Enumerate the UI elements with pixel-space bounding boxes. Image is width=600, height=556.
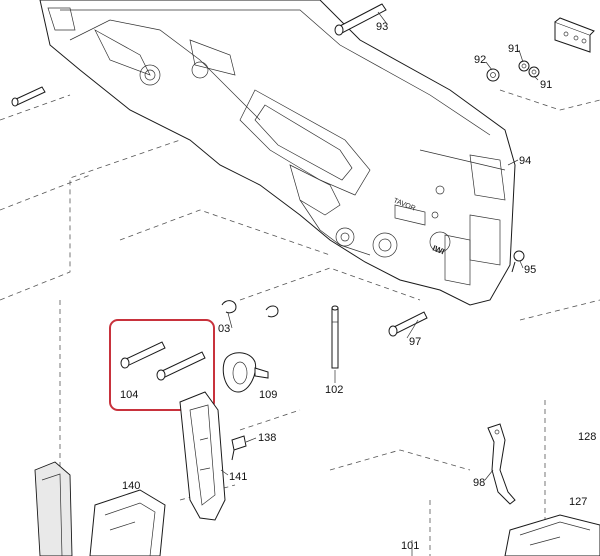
highlight-box-104 bbox=[109, 319, 215, 411]
callout-141: 141 bbox=[229, 471, 247, 483]
callout-128: 128 bbox=[578, 431, 596, 443]
cover-141 bbox=[179, 391, 226, 521]
callout-91: 91 bbox=[508, 43, 520, 55]
assembly-127-128 bbox=[504, 514, 600, 556]
sling-swivel-109 bbox=[222, 352, 269, 393]
rod-102 bbox=[331, 305, 339, 369]
pin-93 bbox=[334, 3, 387, 36]
callout-92: 92 bbox=[474, 54, 486, 66]
callout-109: 109 bbox=[259, 389, 277, 401]
callout-104: 104 bbox=[120, 389, 138, 401]
callout-127: 127 bbox=[569, 496, 587, 508]
nut-92 bbox=[486, 68, 500, 82]
callout-140: 140 bbox=[122, 480, 140, 492]
callout-94: 94 bbox=[519, 155, 531, 167]
receiver-body-94 bbox=[39, 0, 516, 306]
callout-98: 98 bbox=[473, 477, 485, 489]
lower-assembly bbox=[89, 489, 166, 556]
receiver-marking-line2: IWI bbox=[431, 244, 445, 257]
callout-labels: 93 92 91 91 94 95 97 03 104 109 102 138 … bbox=[120, 21, 596, 552]
callout-95: 95 bbox=[524, 264, 536, 276]
magazine-140 bbox=[34, 461, 73, 556]
callout-93: 93 bbox=[376, 21, 388, 33]
callout-97: 97 bbox=[409, 336, 421, 348]
nut-91 bbox=[518, 60, 540, 78]
callout-138: 138 bbox=[258, 432, 276, 444]
clips-103 bbox=[221, 300, 279, 318]
screw-95 bbox=[511, 250, 525, 273]
pins-104 bbox=[120, 341, 206, 381]
callout-102: 102 bbox=[325, 384, 343, 396]
pin-left-edge bbox=[11, 86, 46, 107]
screw-138 bbox=[231, 435, 247, 461]
leader-lines bbox=[220, 11, 539, 556]
callout-91: 91 bbox=[540, 79, 552, 91]
bracket-98 bbox=[487, 423, 516, 505]
callout-103: 03 bbox=[218, 323, 230, 335]
callout-101: 101 bbox=[401, 540, 419, 552]
plate-91 bbox=[554, 17, 595, 53]
pin-97 bbox=[388, 311, 428, 337]
